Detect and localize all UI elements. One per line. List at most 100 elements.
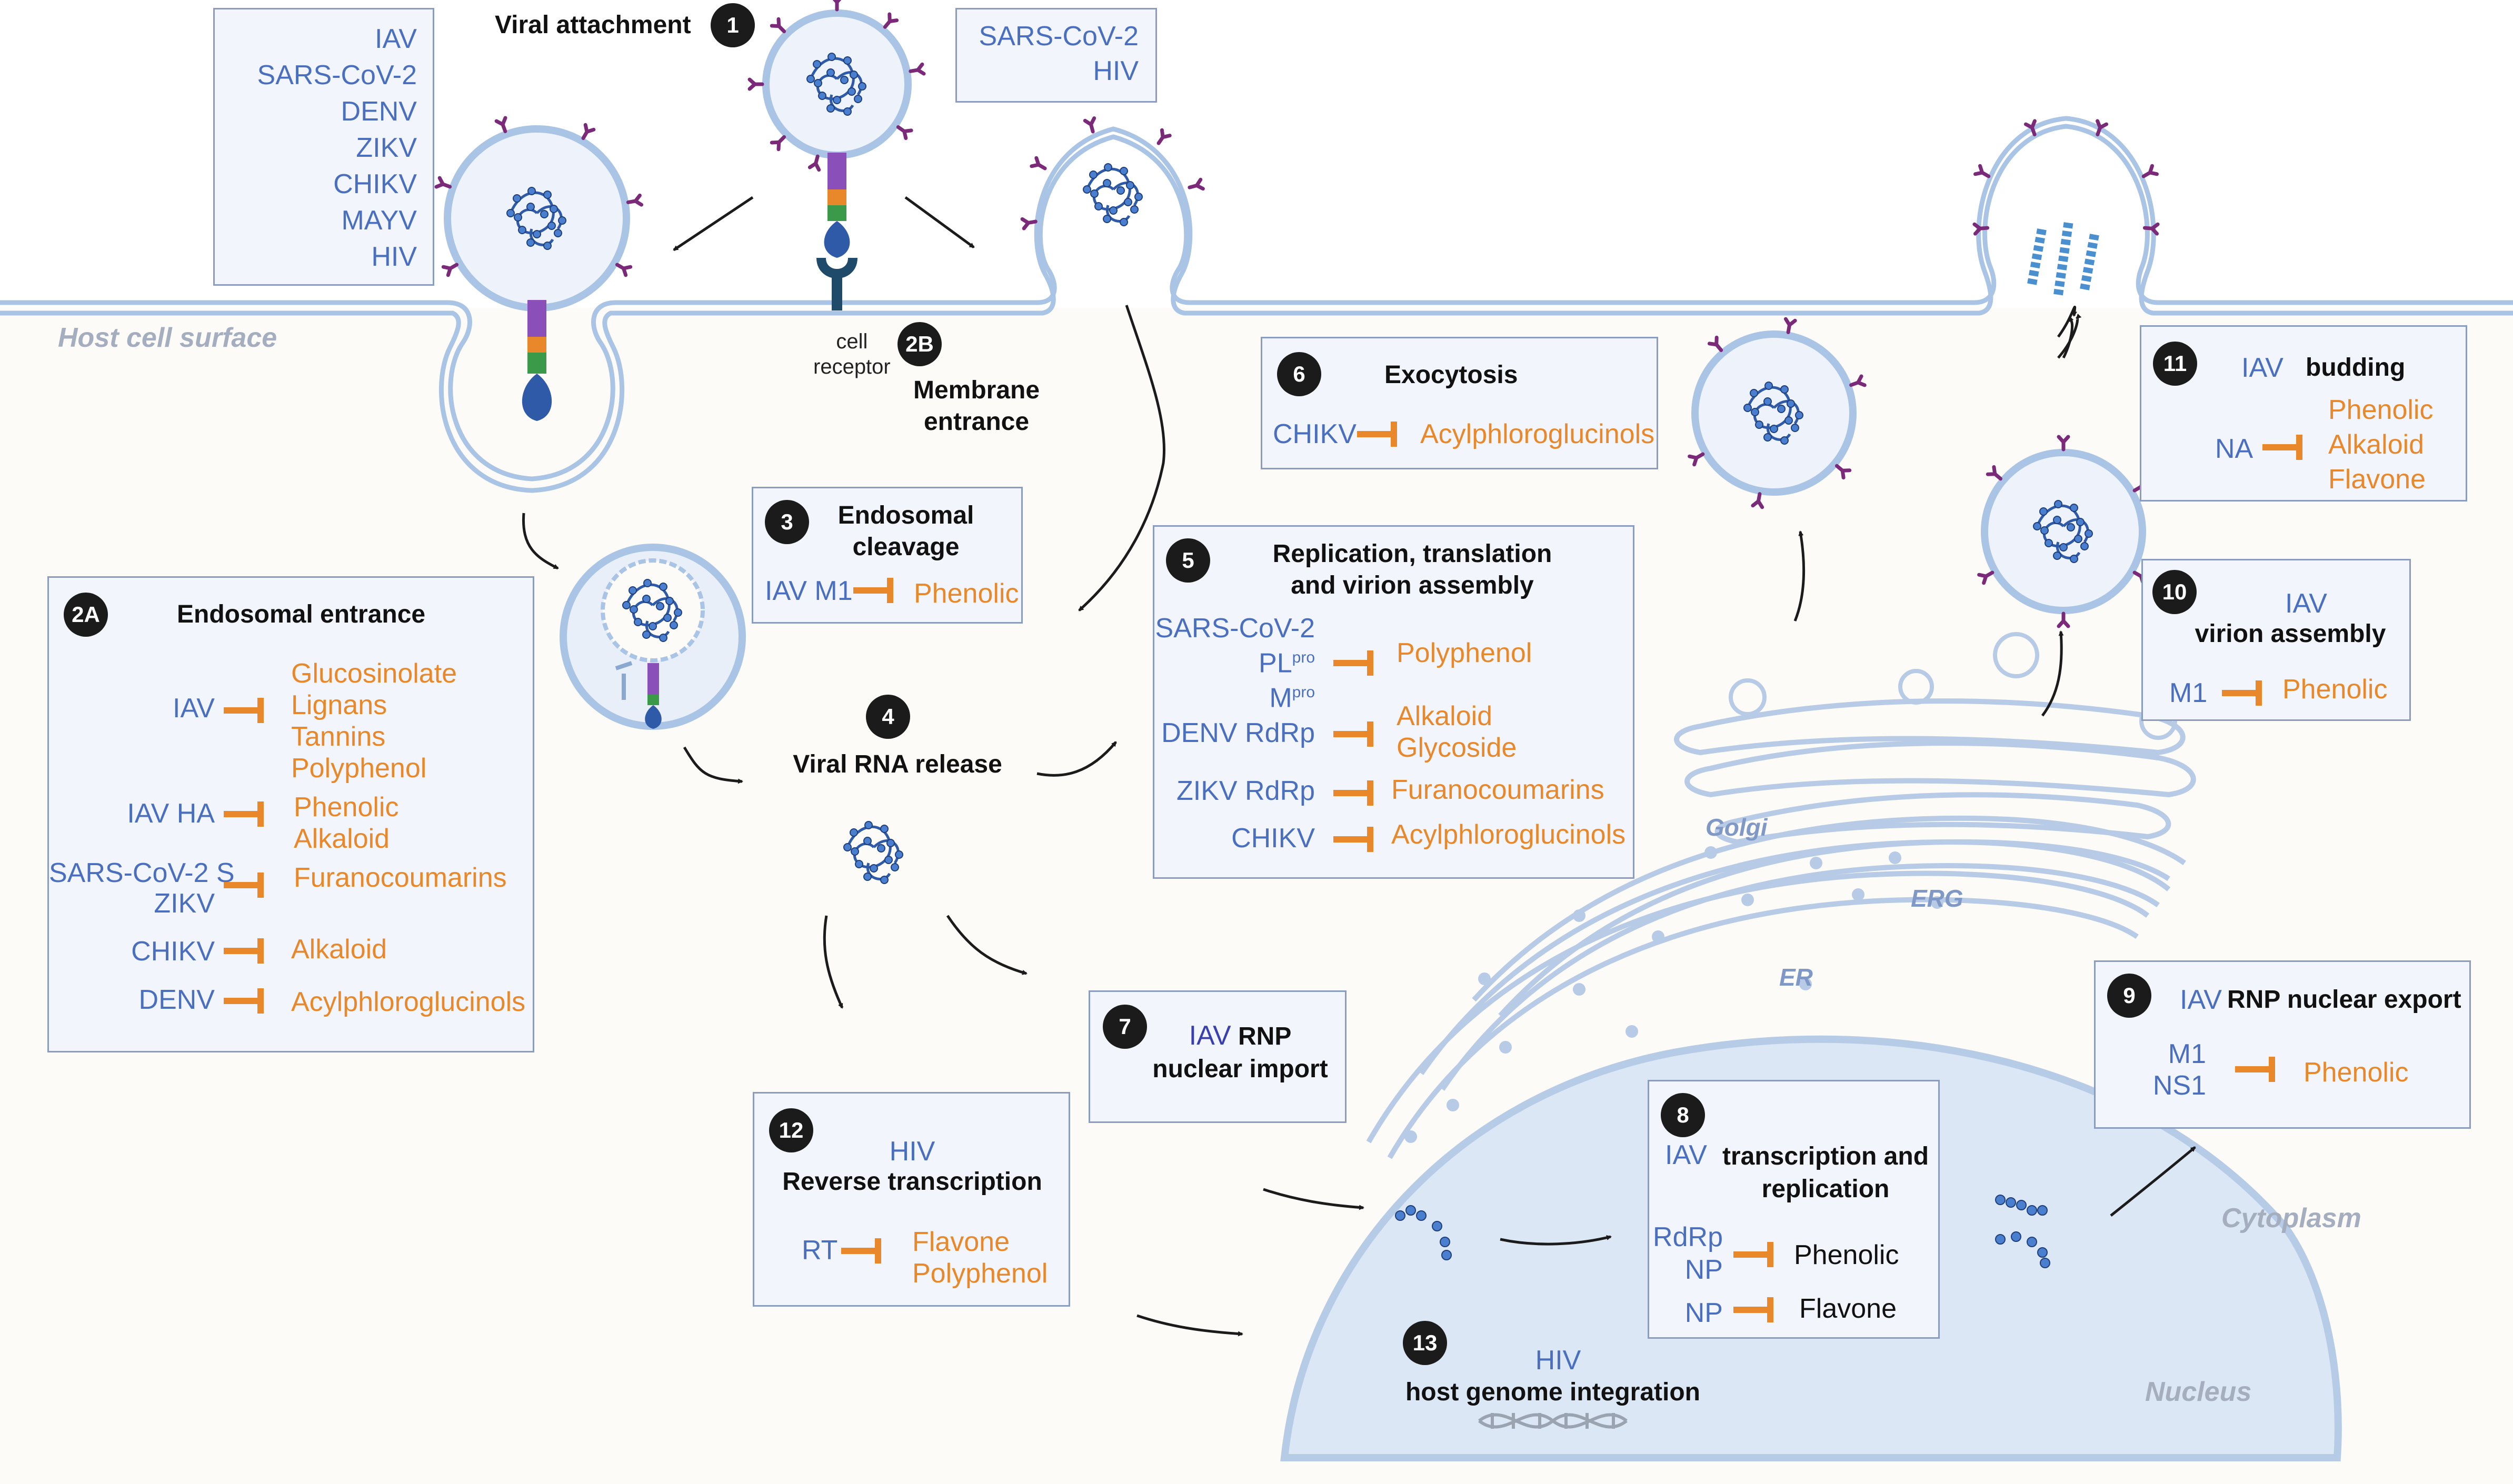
step2b-badge: 2B	[898, 322, 942, 366]
target-m: M	[1269, 683, 1292, 714]
target-pl: PL	[1259, 648, 1292, 679]
target-line: M1	[2168, 1039, 2206, 1069]
step5-sars-compound: Polyphenol	[1397, 638, 1532, 668]
er-label: ER	[1779, 964, 1813, 991]
step2b-title: Membrane entrance	[903, 375, 1050, 438]
step12-box: 12 HIV Reverse transcription RT Flavone …	[753, 1092, 1070, 1307]
step4-badge: 4	[866, 695, 910, 739]
virus-item: MAYV	[341, 205, 417, 236]
step2a-compounds: Glucosinolate Lignans Tannins Polyphenol	[291, 658, 457, 784]
compound-item: Glucosinolate	[291, 658, 457, 689]
nucleus-label: Nucleus	[2145, 1377, 2252, 1407]
step11-virus: IAV	[2241, 353, 2283, 383]
step2b-line2: entrance	[923, 408, 1030, 436]
target-line: SARS-CoV-2	[1155, 613, 1315, 644]
step10-title: virion assembly	[2195, 620, 2386, 648]
step5-chikv-compound: Acylphloroglucinols	[1391, 819, 1626, 850]
step2a-target: CHIKV	[131, 936, 215, 967]
step12-target: RT	[802, 1235, 838, 1266]
step12-title: Reverse transcription	[782, 1168, 1042, 1196]
step12-virus: HIV	[889, 1136, 935, 1167]
step6-badge: 6	[1277, 352, 1321, 396]
step9-compound: Phenolic	[2303, 1057, 2409, 1088]
step4-title: Viral RNA release	[793, 750, 1002, 778]
step3-line1: Endosomal	[837, 502, 974, 529]
step5-zikv-target: ZIKV RdRp	[1176, 776, 1315, 806]
compound-item: Glycoside	[1397, 733, 1517, 763]
step5-chikv-target: CHIKV	[1231, 823, 1315, 854]
step8-title: transcription and replication	[1712, 1140, 1939, 1206]
step2a-box: 2A Endosomal entrance IAV Glucosinolate …	[47, 576, 534, 1052]
compound-item: Flavone	[2328, 464, 2426, 495]
erg-label: ERG	[1911, 885, 1963, 912]
step2a-target: IAV HA	[127, 798, 215, 829]
step2a-target: IAV	[173, 693, 215, 724]
step5-zikv-compound: Furanocoumarins	[1391, 775, 1604, 805]
step3-title: Endosomal cleavage	[816, 500, 995, 563]
step13-badge: 13	[1403, 1321, 1447, 1365]
step10-virus: IAV	[2285, 588, 2327, 619]
step3-compound: Phenolic	[914, 578, 1019, 609]
step12-compounds: Flavone Polyphenol	[912, 1226, 1048, 1289]
step5-denv-compounds: Alkaloid Glycoside	[1397, 700, 1517, 764]
target-line: NP	[1684, 1255, 1723, 1285]
step6-box: 6 Exocytosis CHIKV Acylphloroglucinols	[1261, 337, 1658, 469]
compound-item: Tannins	[291, 721, 386, 752]
endocytosed-virion	[436, 118, 642, 421]
compound-item: Phenolic	[2328, 395, 2434, 425]
step8-line1-rest: transcription and	[1722, 1142, 1929, 1170]
step13-virus: HIV	[1535, 1345, 1581, 1376]
step7-title: IAV RNP nuclear import	[1143, 1019, 1338, 1086]
assembling-virion	[1979, 437, 2148, 626]
compound-item: Alkaloid	[291, 934, 387, 965]
step2a-compounds: Phenolic Alkaloid	[294, 791, 398, 855]
budding-virion-contents	[1974, 121, 2158, 296]
virus-item: SARS-CoV-2	[979, 21, 1139, 52]
step7-box: 7 IAV RNP nuclear import	[1089, 990, 1347, 1123]
step3-badge: 3	[765, 500, 809, 544]
step10-compound: Phenolic	[2282, 674, 2388, 705]
cell-receptor-label: cell receptor	[813, 329, 891, 379]
compound-item: Flavone	[912, 1227, 1010, 1257]
step9-box: 9 IAV RNP nuclear export M1 NS1 Phenolic	[2094, 960, 2471, 1129]
step2a-target: SARS-CoV-2 S ZIKV	[49, 858, 235, 919]
step9-virus: IAV	[2180, 985, 2222, 1015]
step8-targets: RdRp NP	[1649, 1221, 1723, 1286]
step7-badge: 7	[1103, 1005, 1147, 1049]
dna-helix-icon	[1478, 1413, 1628, 1429]
nuclear-rnps	[1395, 1195, 2050, 1268]
step5-box: 5 Replication, translation and virion as…	[1153, 525, 1634, 879]
step9-badge: 9	[2107, 974, 2151, 1018]
compound-item: Phenolic	[294, 792, 399, 823]
compound-item: Polyphenol	[912, 1258, 1048, 1289]
virus-list-right: SARS-CoV-2 HIV	[979, 19, 1139, 88]
step10-target: M1	[2169, 678, 2208, 708]
receptor-line1: cell	[836, 330, 868, 353]
step5-line2: and virion assembly	[1291, 571, 1534, 599]
virus-item: HIV	[371, 242, 417, 272]
step8-target3: NP	[1684, 1298, 1723, 1328]
step7-virus: IAV	[1189, 1020, 1231, 1051]
virus-list-left-box: IAV SARS-CoV-2 DENV ZIKV CHIKV MAYV HIV	[213, 8, 434, 286]
step11-box: 11 IAV budding NA Phenolic Alkaloid Flav…	[2140, 325, 2467, 502]
process-arrows	[522, 196, 2196, 1337]
step10-box: 10 IAV virion assembly M1 Phenolic	[2141, 559, 2411, 721]
compound-item: Alkaloid	[294, 824, 390, 854]
target-line: RdRp	[1653, 1222, 1723, 1252]
virus-list-right-box: SARS-CoV-2 HIV	[955, 8, 1157, 103]
step7-line1-rest: RNP	[1238, 1022, 1292, 1050]
target-line: ZIKV	[154, 888, 215, 919]
budding-arrow	[2057, 313, 2082, 359]
step11-title: budding	[2306, 354, 2406, 382]
compound-item: Acylphloroglucinols	[291, 987, 526, 1017]
step5-denv-target: DENV RdRp	[1161, 718, 1315, 748]
step5-sars-target: SARS-CoV-2 PLpro Mpro	[1154, 614, 1315, 713]
host-surface-label: Host cell surface	[58, 323, 277, 353]
step6-compound: Acylphloroglucinols	[1420, 419, 1655, 449]
step5-line1: Replication, translation	[1272, 540, 1552, 568]
step6-title: Exocytosis	[1384, 361, 1518, 389]
step1-badge: 1	[711, 3, 755, 47]
step3-target: IAV M1	[765, 576, 853, 606]
step8-badge: 8	[1661, 1093, 1705, 1137]
